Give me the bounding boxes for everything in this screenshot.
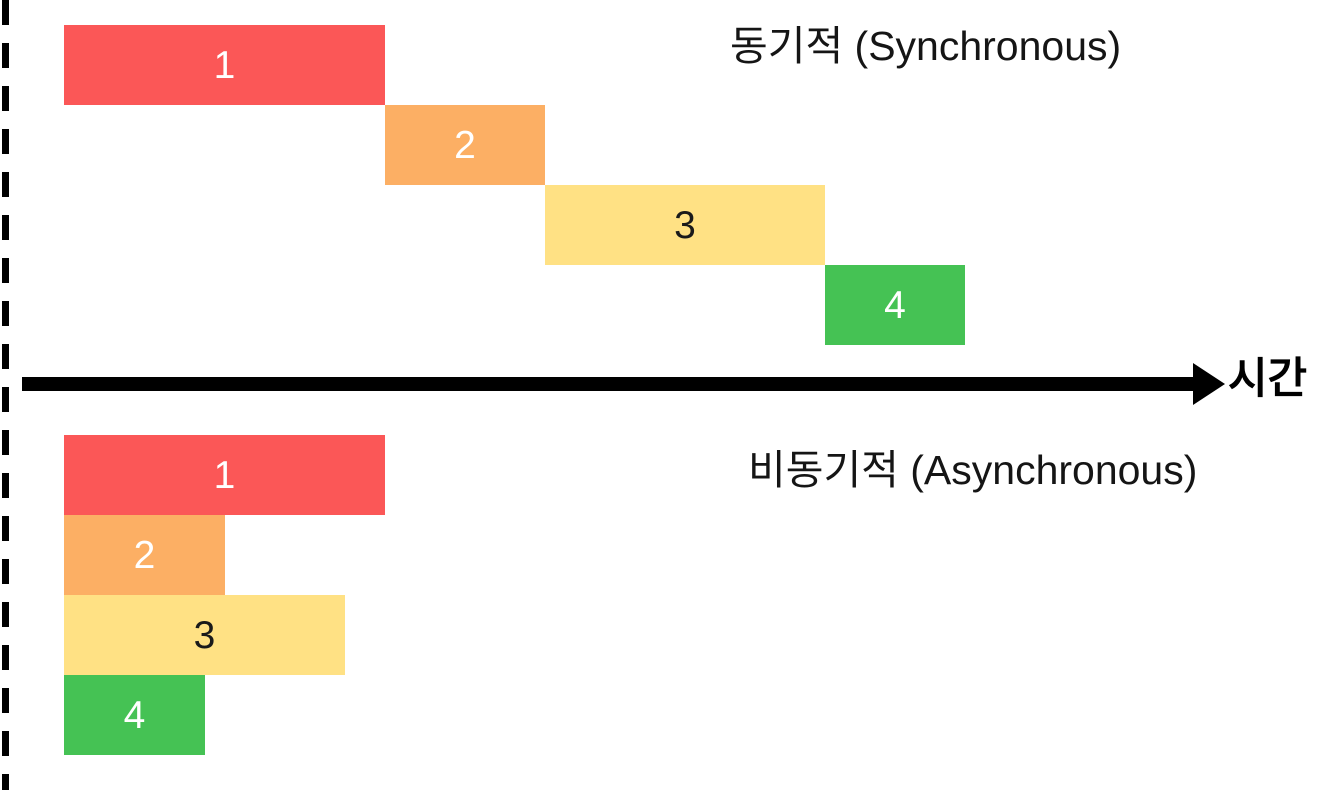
time-axis-line bbox=[22, 377, 1198, 391]
async-task-bar-4: 4 bbox=[64, 675, 205, 755]
async-task-bar-3: 3 bbox=[64, 595, 345, 675]
section-caption-synchronous: 동기적 (Synchronous) bbox=[730, 23, 1122, 69]
sync-task-label-4: 4 bbox=[884, 283, 906, 327]
async-task-label-3: 3 bbox=[193, 613, 216, 657]
async-task-bar-1: 1 bbox=[64, 435, 385, 515]
time-axis-caption: 시간 bbox=[1228, 355, 1308, 403]
section-caption-asynchronous: 비동기적 (Asynchronous) bbox=[748, 447, 1198, 493]
sync-task-label-1: 1 bbox=[213, 43, 236, 87]
sync-task-label-2: 2 bbox=[454, 123, 476, 167]
sync-task-label-3: 3 bbox=[674, 203, 696, 247]
async-task-label-1: 1 bbox=[213, 453, 236, 497]
async-task-label-4: 4 bbox=[123, 693, 146, 737]
dashed-left-border bbox=[2, 0, 9, 790]
sync-task-bar-2: 2 bbox=[385, 105, 545, 185]
sync-task-bar-1: 1 bbox=[64, 25, 385, 105]
async-task-label-2: 2 bbox=[133, 533, 156, 577]
time-axis-arrow-icon bbox=[1193, 363, 1225, 405]
sync-task-bar-3: 3 bbox=[545, 185, 825, 265]
sync-task-bar-4: 4 bbox=[825, 265, 965, 345]
async-task-bar-2: 2 bbox=[64, 515, 225, 595]
